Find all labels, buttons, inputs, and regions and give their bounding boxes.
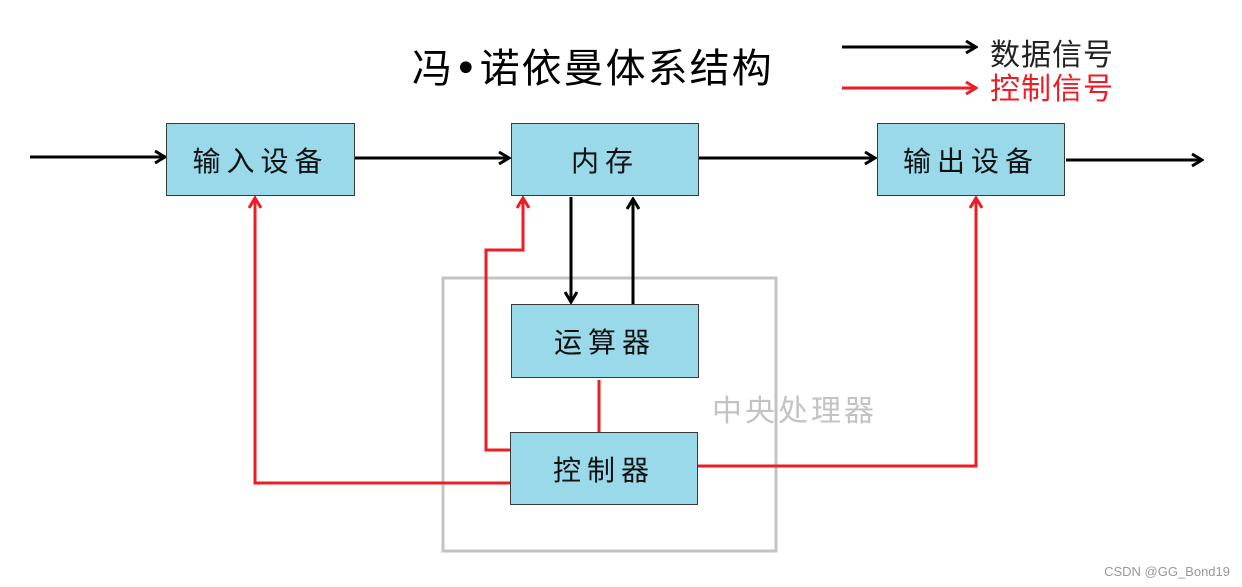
legend-control-label: 控制信号 — [990, 72, 1114, 107]
edge-controller-to-input — [255, 198, 510, 485]
diagram-title: 冯•诺依曼体系结构 — [412, 46, 774, 92]
edge-controller-to-output — [698, 198, 976, 468]
cpu-label: 中央处理器 — [712, 394, 877, 429]
edge-controller-to-memory — [484, 198, 523, 452]
node-memory: 内存 — [511, 123, 699, 196]
node-output-device: 输出设备 — [877, 123, 1065, 196]
legend-data-label: 数据信号 — [990, 38, 1114, 73]
node-alu: 运算器 — [511, 304, 699, 378]
watermark: CSDN @GG_Bond19 — [1104, 564, 1230, 579]
cpu-boundary — [441, 276, 778, 553]
node-input-device: 输入设备 — [166, 123, 355, 196]
node-controller: 控制器 — [510, 432, 698, 505]
